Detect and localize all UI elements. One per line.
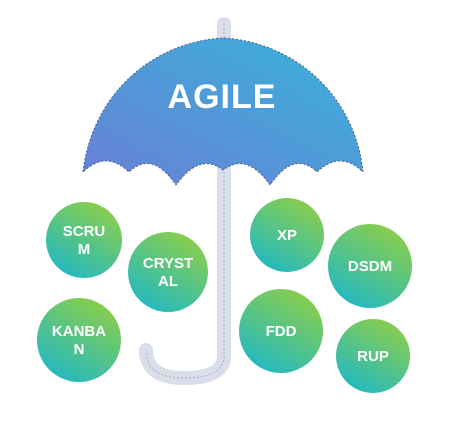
umbrella-handle-outline — [145, 24, 225, 379]
method-label-crystal-line1: CRYST — [143, 255, 193, 272]
method-circle-dsdm — [328, 224, 412, 308]
method-label-scrum-line1: SCRU — [63, 223, 106, 240]
method-label-scrum-line2: M — [78, 241, 91, 258]
method-circle-scrum — [46, 202, 122, 278]
method-label-rup: RUP — [357, 348, 389, 365]
method-circle-kanban — [37, 298, 121, 382]
method-circle-crystal — [128, 232, 208, 312]
method-circle-fdd — [239, 289, 323, 373]
agile-title: AGILE — [168, 78, 277, 116]
method-label-kanban-line2: N — [74, 341, 85, 358]
method-label-dsdm: DSDM — [348, 258, 392, 275]
method-label-fdd: FDD — [266, 323, 297, 340]
method-label-crystal-line2: AL — [158, 273, 178, 290]
method-label-kanban-line1: KANBA — [52, 323, 106, 340]
umbrella-canopy — [82, 37, 364, 186]
method-circle-rup — [336, 319, 410, 393]
method-label-xp: XP — [277, 227, 297, 244]
method-circle-xp — [250, 198, 324, 272]
